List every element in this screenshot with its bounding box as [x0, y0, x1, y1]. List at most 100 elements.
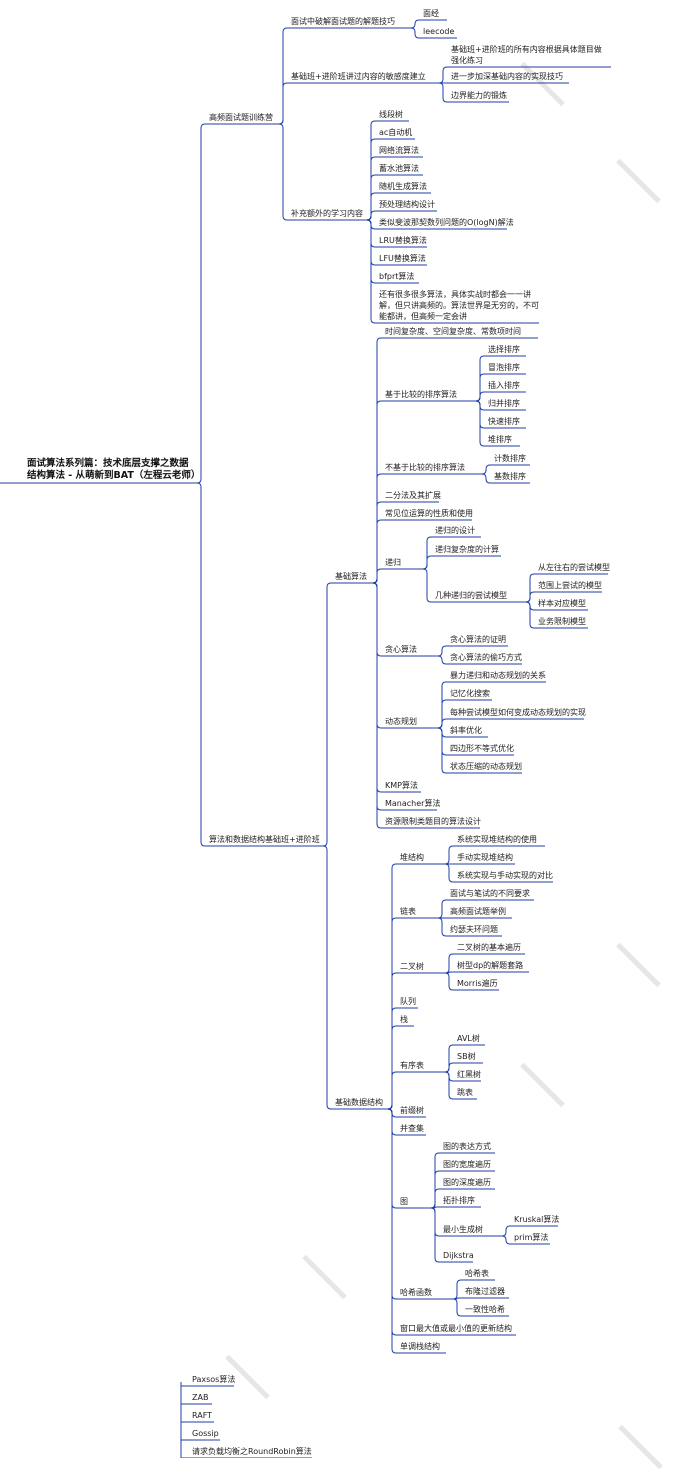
link-g-g3 — [278, 123, 288, 221]
link-d-d4 — [385, 1007, 397, 1110]
node-d6: 有序表 — [400, 1061, 424, 1070]
node-b7b: 贪心算法的偷巧方式 — [450, 653, 522, 662]
node-g3k: 还有很多很多算法，具体实战时都会一一讲解，但只讲高频的。算法世界是无穷的，不可能… — [379, 290, 539, 321]
node-b6b: 递归复杂度的计算 — [435, 545, 499, 554]
node-z1: Paxsos算法 — [192, 1375, 236, 1384]
node-d: 基础数据结构 — [335, 1098, 383, 1107]
link-d9e-d9e2 — [489, 1235, 511, 1245]
node-a: 算法和数据结构基础班+进阶班 — [209, 835, 320, 844]
node-b3a: 计数排序 — [494, 454, 526, 463]
node-b8b: 记忆化搜索 — [450, 689, 490, 698]
link-b6-b6b — [411, 555, 432, 570]
link-g3-g3e — [364, 192, 376, 221]
link-g2-g2c — [422, 82, 448, 103]
node-b8d: 斜率优化 — [450, 726, 482, 735]
link-d2-d2a — [422, 899, 447, 919]
link-b6c-b6c3 — [511, 601, 535, 611]
link-d-d8 — [385, 1108, 397, 1136]
link-d1-d1c — [424, 863, 454, 883]
node-d2: 链表 — [400, 907, 416, 916]
link-d-d3 — [385, 972, 397, 1110]
node-b: 基础算法 — [335, 572, 367, 581]
link-b3-b3b — [467, 473, 491, 484]
link-root-g — [196, 123, 206, 484]
node-d10b: 布隆过滤器 — [465, 1287, 505, 1296]
link-d-d11 — [385, 1108, 397, 1336]
node-d3b: 树型dp的解题套路 — [457, 961, 524, 970]
node-d6c: 红黑树 — [457, 1070, 481, 1079]
node-d2c: 约瑟夫环问题 — [450, 925, 498, 934]
node-b8e: 四边形不等式优化 — [450, 744, 514, 753]
link-g3-g3g — [364, 219, 376, 230]
node-b6c2: 范围上尝试的模型 — [538, 581, 602, 590]
node-d2b: 高频面试题举例 — [450, 907, 506, 916]
link-d1-d1a — [424, 845, 454, 865]
link-d3-d3a — [426, 953, 454, 974]
link-d9-d9f — [414, 1207, 440, 1263]
link-d9-d9c — [414, 1188, 440, 1209]
link-d10-d10c — [434, 1298, 462, 1317]
node-d6b: SB树 — [457, 1052, 476, 1061]
node-d1c: 系统实现与手动实现的对比 — [457, 871, 553, 880]
node-d10a: 哈希表 — [465, 1269, 489, 1278]
link-d9-d9d — [414, 1206, 439, 1209]
link-d10-d10b — [434, 1297, 461, 1300]
node-b6: 递归 — [385, 558, 401, 567]
node-z5: 请求负载均衡之RoundRobin算法 — [192, 1447, 312, 1456]
link-a-d — [322, 845, 332, 1110]
link-d10-d10a — [434, 1279, 462, 1300]
node-g1a: 面经 — [423, 9, 439, 18]
link-b8-b8f — [419, 727, 447, 774]
link-g3-g3c — [364, 156, 376, 221]
node-b6c1: 从左往右的尝试模型 — [538, 563, 610, 572]
node-b2e: 快速排序 — [488, 417, 520, 426]
node-b6c: 几种递归的尝试模型 — [435, 591, 507, 600]
node-root: 面试算法系列篇：技术底层支撑之数据结构算法 - 从萌新到BAT（左程云老师） — [27, 458, 201, 481]
link-b2-b2c — [460, 391, 485, 402]
node-b7a: 贪心算法的证明 — [450, 635, 506, 644]
link-d-d9 — [385, 1108, 397, 1209]
node-d6d: 跳表 — [457, 1088, 473, 1097]
link-d-d2 — [385, 917, 397, 1110]
node-d10c: 一致性哈希 — [465, 1305, 505, 1314]
link-g3-g3i — [364, 219, 376, 266]
link-g1-g1b — [403, 27, 420, 39]
link-g-g2 — [278, 82, 288, 125]
node-b4: 二分法及其扩展 — [385, 491, 441, 500]
node-g3d: 蓄水池算法 — [379, 164, 419, 173]
link-g3-g3j — [364, 219, 376, 284]
node-d8: 并查集 — [400, 1124, 424, 1133]
node-g3j: bfprt算法 — [379, 272, 415, 281]
node-b6a: 递归的设计 — [435, 526, 475, 535]
link-root-a — [196, 482, 206, 847]
node-b7: 贪心算法 — [385, 645, 417, 654]
node-b2a: 选择排序 — [488, 345, 520, 354]
node-b1: 时间复杂度、空间复杂度、常数项时间 — [385, 327, 521, 336]
node-g2b: 进一步加深基础内容的实现技巧 — [451, 72, 563, 81]
link-b6c-b6c2 — [511, 591, 535, 603]
node-g1b: leecode — [423, 27, 455, 36]
node-d3c: Morris遍历 — [457, 979, 498, 988]
link-b-b6 — [372, 568, 382, 584]
node-b2d: 归并排序 — [488, 399, 520, 408]
node-d9f: Dijkstra — [443, 1251, 474, 1260]
node-d9d: 拓扑排序 — [443, 1196, 475, 1205]
link-b2-b2f — [460, 400, 485, 447]
node-b3b: 基数排序 — [494, 472, 526, 481]
node-g3i: LFU替换算法 — [379, 254, 426, 263]
node-d6a: AVL树 — [457, 1034, 480, 1043]
node-d3a: 二叉树的基本遍历 — [457, 943, 521, 952]
node-b2f: 堆排序 — [488, 435, 512, 444]
node-g3: 补充额外的学习内容 — [291, 209, 363, 218]
node-g3a: 线段树 — [379, 110, 403, 119]
node-b3: 不基于比较的排序算法 — [385, 463, 465, 472]
node-b6c4: 业务限制模型 — [538, 617, 586, 626]
node-b8f: 状态压缩的动态规划 — [450, 762, 522, 771]
node-d9c: 图的深度遍历 — [443, 1178, 491, 1187]
link-b6-b6a — [411, 536, 432, 570]
node-d10: 哈希函数 — [400, 1288, 432, 1297]
node-b11: 资源限制类题目的算法设计 — [385, 817, 481, 826]
node-d12: 单调栈结构 — [400, 1342, 440, 1351]
link-g3-g3a — [364, 120, 376, 221]
